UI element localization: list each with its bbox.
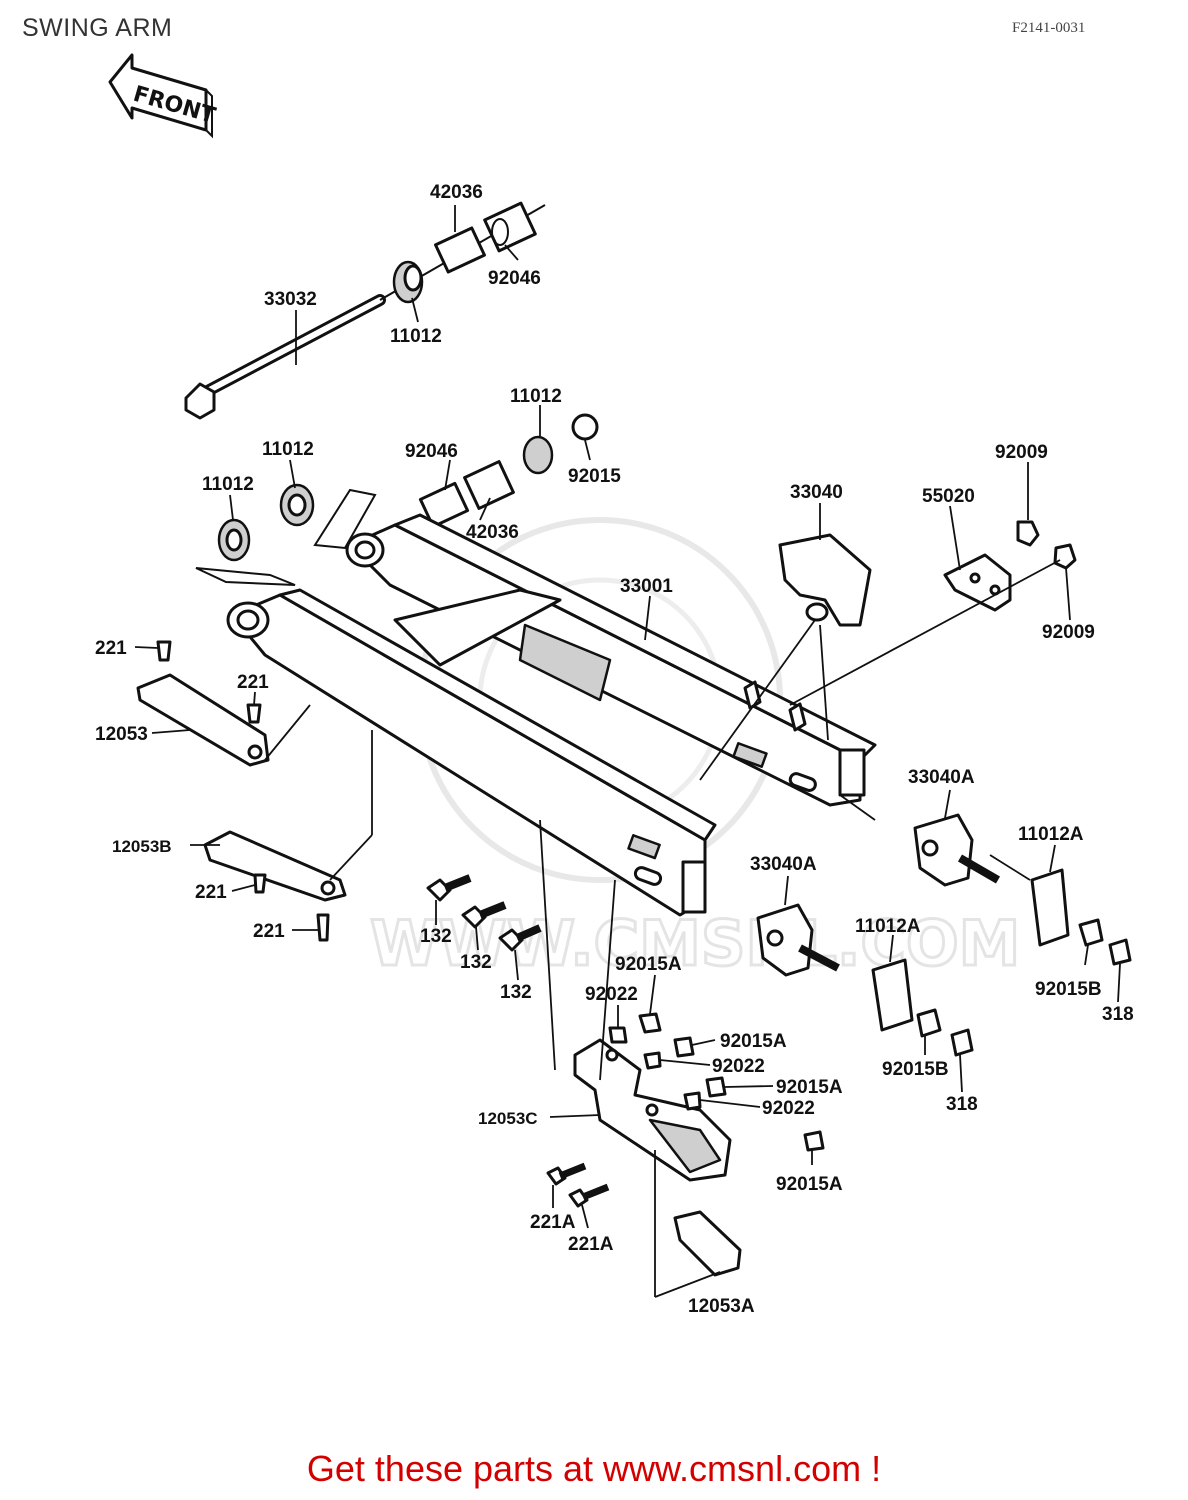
callout-12053a: 12053A: [688, 1296, 755, 1317]
callout-221-a: 221: [95, 638, 127, 659]
callout-11012-left: 11012: [202, 474, 254, 495]
mid-bearing-stack: [195, 413, 599, 586]
callout-labels: 42036 92046 33032 11012 11012 92015 9204…: [95, 182, 1134, 1317]
callout-92022-c: 92022: [762, 1098, 815, 1119]
page-title: SWING ARM: [22, 14, 173, 42]
chain-guide-assembly: [546, 1012, 825, 1277]
callout-12053c: 12053C: [478, 1109, 538, 1128]
callout-92022-a: 92022: [585, 984, 638, 1005]
callout-318-left: 318: [946, 1094, 978, 1115]
callout-11012-mid-right: 11012: [510, 386, 562, 407]
callout-92015b-right: 92015B: [1035, 979, 1102, 1000]
callout-92015a-a: 92015A: [615, 954, 682, 975]
callout-42036-upper: 42036: [430, 182, 483, 203]
callout-33040: 33040: [790, 482, 843, 503]
callout-221a-b: 221A: [568, 1234, 614, 1255]
callout-132-c: 132: [500, 982, 532, 1003]
mounting-bolts: [426, 874, 542, 952]
callout-221a-a: 221A: [530, 1212, 576, 1233]
callout-12053: 12053: [95, 724, 148, 745]
callout-55020: 55020: [922, 486, 975, 507]
callout-92046-upper: 92046: [488, 268, 541, 289]
upper-right-parts: [778, 520, 1077, 627]
leader-lines: [134, 205, 1121, 1298]
callout-92022-b: 92022: [712, 1056, 765, 1077]
callout-132-a: 132: [420, 926, 452, 947]
callout-92046-mid: 92046: [405, 441, 458, 462]
callout-92015a-c: 92015A: [776, 1077, 843, 1098]
callout-221-b: 221: [237, 672, 269, 693]
diagram-code: F2141-0031: [1012, 20, 1086, 36]
callout-318-right: 318: [1102, 1004, 1134, 1025]
callout-11012a-upper: 11012A: [1018, 824, 1084, 845]
upper-bearing-stack: [392, 201, 537, 304]
callout-132-b: 132: [460, 952, 492, 973]
callout-12053b: 12053B: [112, 837, 172, 856]
callout-33032: 33032: [264, 289, 317, 310]
callout-221-d: 221: [253, 921, 285, 942]
callout-92009-top: 92009: [995, 442, 1048, 463]
chain-adjusters: [756, 813, 1132, 1057]
callout-11012-upper: 11012: [390, 326, 442, 347]
callout-92009-bottom: 92009: [1042, 622, 1095, 643]
callout-92015b-left: 92015B: [882, 1059, 949, 1080]
callout-33040a-lower: 33040A: [750, 854, 817, 875]
callout-11012a-lower: 11012A: [855, 916, 921, 937]
footer-link[interactable]: Get these parts at www.cmsnl.com !: [306, 1448, 882, 1489]
left-chain-guides: [136, 640, 347, 942]
callout-33040a-upper: 33040A: [908, 767, 975, 788]
callout-92015a-b: 92015A: [720, 1031, 787, 1052]
callout-33001: 33001: [620, 576, 673, 597]
callout-42036-mid: 42036: [466, 522, 519, 543]
callout-11012-mid: 11012: [262, 439, 314, 460]
swing-arm-diagram: WWW.CMSNL.COM FRONT: [95, 53, 1134, 1317]
front-arrow-icon: FRONT: [108, 53, 218, 139]
callout-92015: 92015: [568, 466, 621, 487]
callout-221-c: 221: [195, 882, 227, 903]
callout-92015a-d: 92015A: [776, 1174, 843, 1195]
